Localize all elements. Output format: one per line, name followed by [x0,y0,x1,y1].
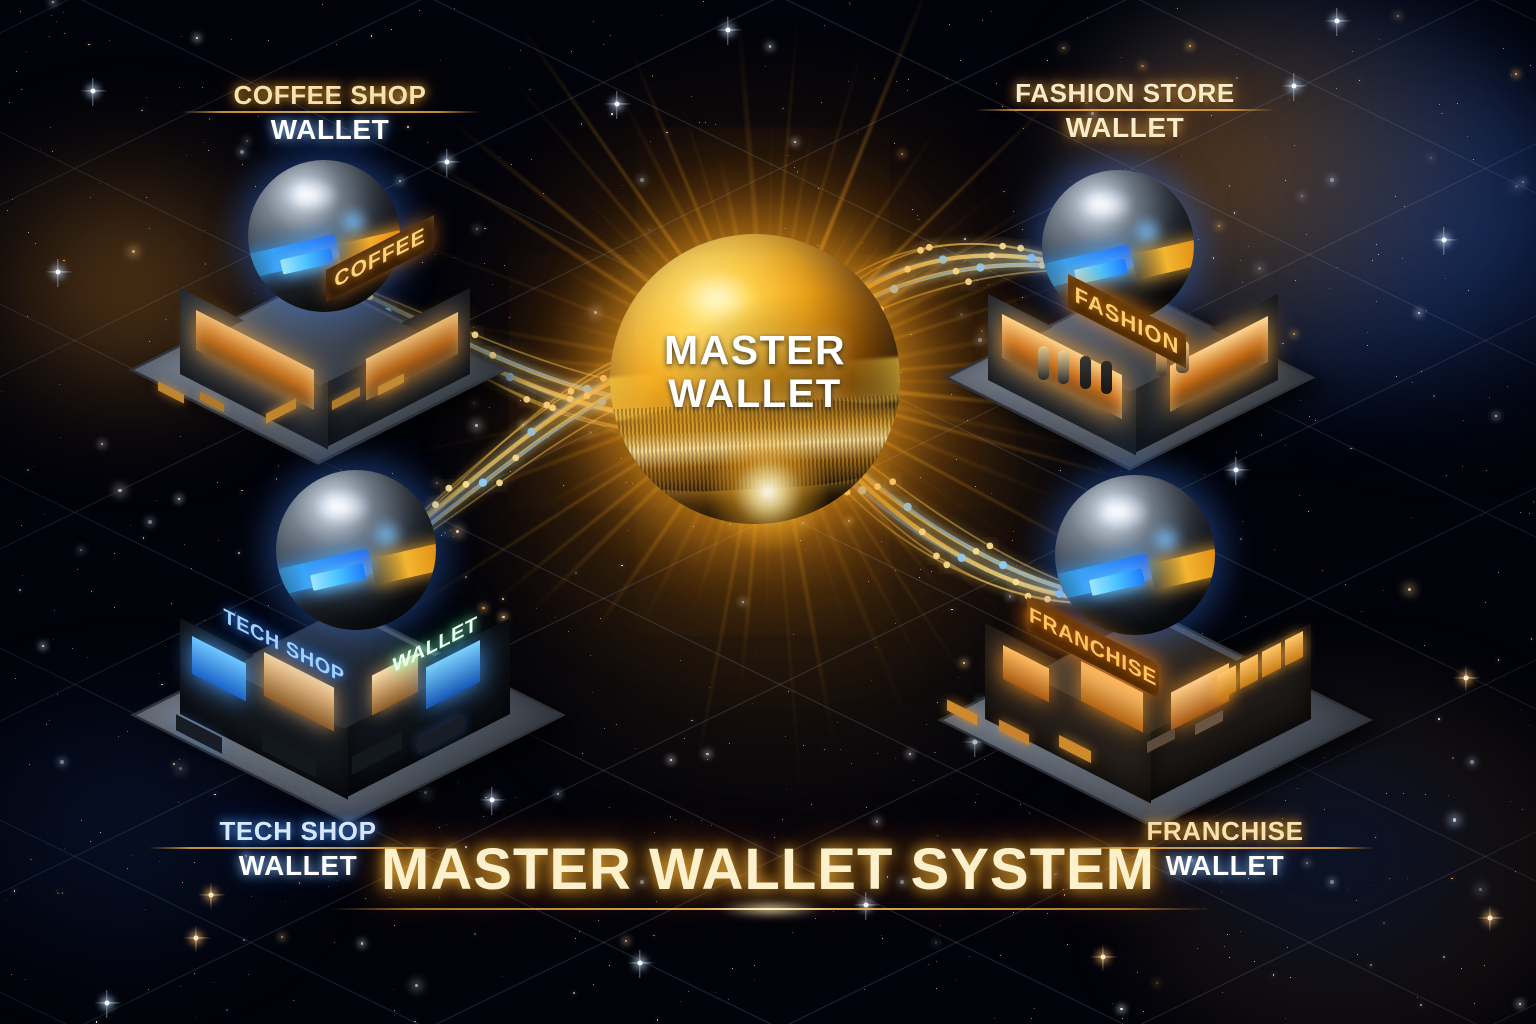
sphere-blue-glow [333,205,373,240]
fashion-mannequins [1034,332,1214,402]
sphere-blue-glow [1127,215,1167,250]
node-franchise[interactable]: FRANCHISE [925,475,1395,827]
tech-label-bottom: WALLET [238,850,358,882]
tech-label-divider [148,847,448,850]
master-wallet-line1: MASTER [663,326,847,373]
page-title: MASTER WALLET SYSTEM [0,836,1536,903]
node-fashion-store[interactable]: FASHION [930,170,1350,480]
sphere-blue-glow [1144,523,1187,559]
coffee-label-bottom: WALLET [270,114,390,146]
franchise-label-bottom: WALLET [1165,850,1285,882]
franchise-patio-tables [941,699,1281,781]
sphere-blue-glow [365,518,408,554]
master-wallet-line2: WALLET [668,371,842,416]
label-fashion-store-wallet: FASHION STORE WALLET [975,78,1275,144]
coffee-label-top: COFFEE SHOP [233,80,427,110]
title-underline [330,908,1210,910]
node-tech-shop[interactable]: TECH SHOP WALLET [118,470,598,822]
fashion-label-bottom: WALLET [1065,112,1185,144]
node-coffee-shop[interactable]: COFFEE [118,160,538,470]
franchise-label-top: FRANCHISE [1146,816,1304,846]
sphere-highlight [1091,492,1150,531]
tech-label-top: TECH SHOP [219,816,377,846]
franchise-label-divider [1075,847,1375,850]
coffee-label-divider [180,111,480,114]
coffee-shop-wallet-sphere[interactable] [248,160,400,312]
master-wallet-sphere[interactable]: MASTER WALLET [610,234,900,524]
page-title-text: MASTER WALLET SYSTEM [381,837,1155,902]
sphere-highlight [282,176,338,214]
sphere-highlight [312,487,371,526]
label-franchise-wallet: FRANCHISE WALLET [1075,816,1375,882]
fashion-label-top: FASHION STORE [1015,78,1235,108]
tech-shop-counters [166,714,506,778]
master-wallet-label: MASTER WALLET [610,326,900,417]
sphere-highlight [1076,186,1132,224]
coffee-patio-furniture [146,372,446,434]
fashion-label-divider [975,109,1275,112]
tech-shop-wallet-sphere[interactable] [276,470,436,630]
label-coffee-shop-wallet: COFFEE SHOP WALLET [180,80,480,146]
franchise-wallet-sphere[interactable] [1055,475,1215,635]
label-tech-shop-wallet: TECH SHOP WALLET [148,816,448,882]
